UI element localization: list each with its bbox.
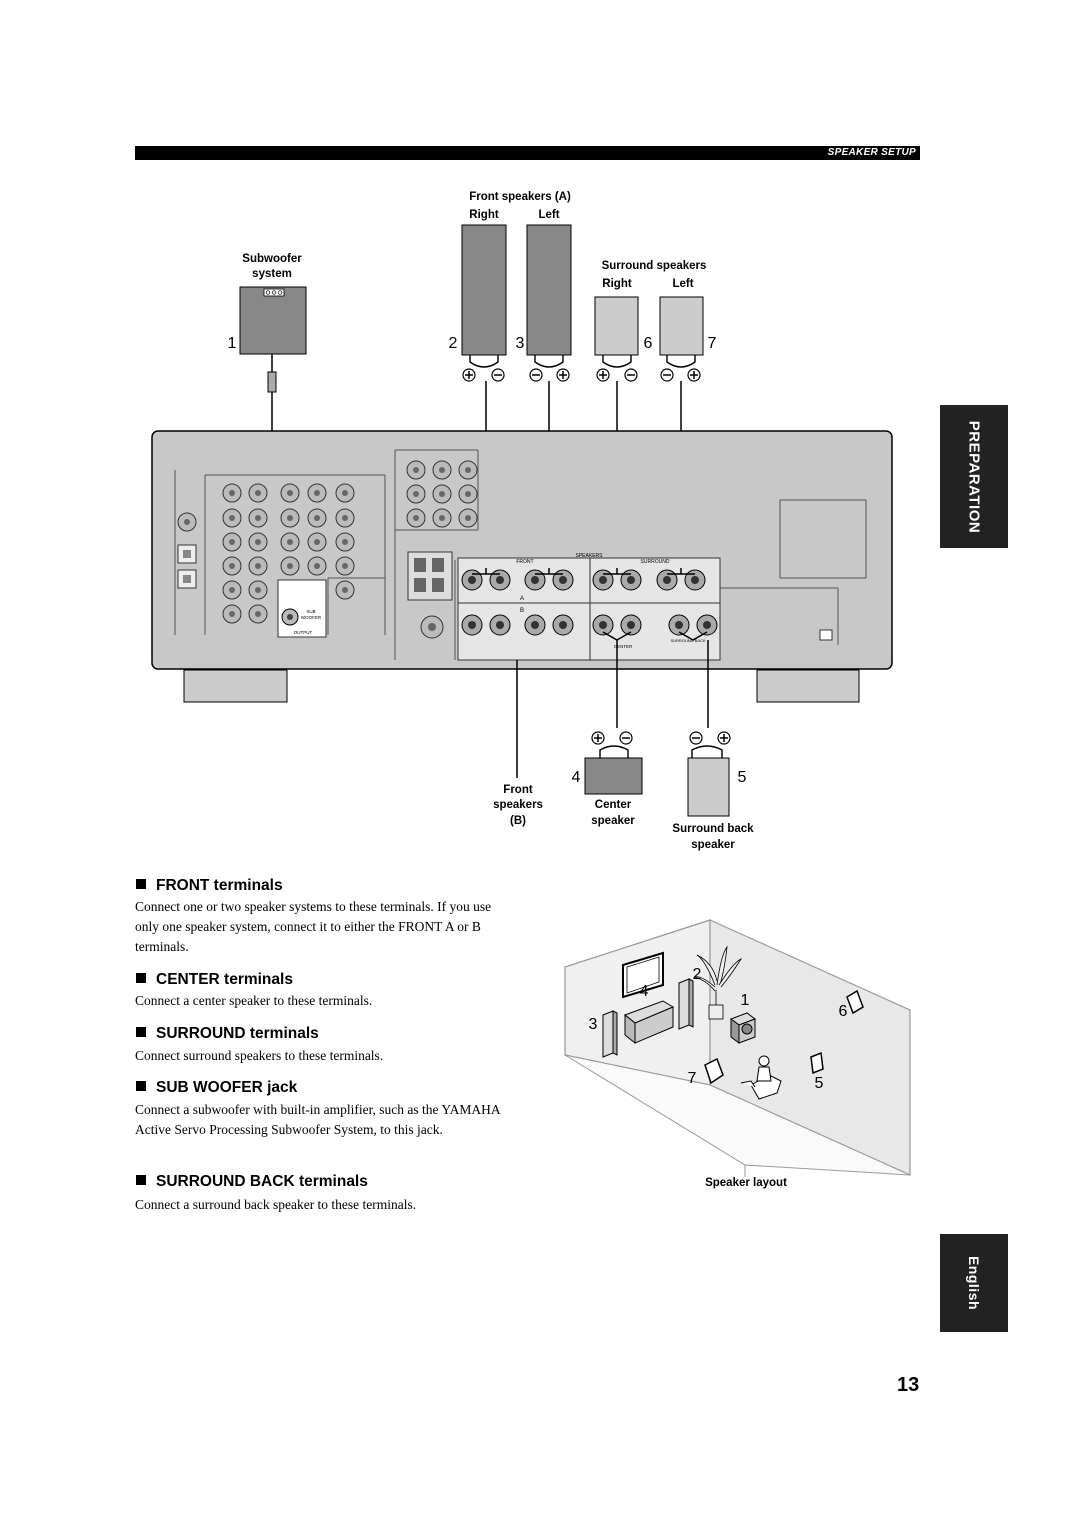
panel-a-label: A xyxy=(520,596,524,602)
panel-woofer-label: WOOFER xyxy=(301,615,322,620)
left-foot xyxy=(183,669,288,703)
num-1: 1 xyxy=(228,335,237,352)
panel-sub-label: SUB xyxy=(306,609,315,614)
num-4: 4 xyxy=(572,769,581,786)
page-number: 13 xyxy=(897,1374,920,1396)
layout-num-6: 6 xyxy=(839,1003,848,1020)
layout-num-2: 2 xyxy=(693,966,702,983)
surround-terminals-heading: SURROUND terminals xyxy=(136,1025,319,1043)
front-terminals-heading: FRONT terminals xyxy=(136,877,283,895)
subwoofer-output-block xyxy=(277,579,327,638)
bullet-square-icon xyxy=(136,879,146,889)
front-a-left-label: Left xyxy=(538,209,559,221)
panel-output-label: OUTPUT xyxy=(294,630,313,635)
front-a-title: Front speakers (A) xyxy=(469,191,571,203)
surround-terminals-text: Connect surround speakers to these termi… xyxy=(135,1048,384,1063)
surround-left-speaker xyxy=(659,296,704,356)
panel-surround-back-label: SURROUND BACK xyxy=(670,638,705,643)
center-label-1: Center xyxy=(595,799,632,811)
speaker-layout-caption: Speaker layout xyxy=(705,1177,787,1189)
surround-back-terminals-heading: SURROUND BACK terminals xyxy=(136,1173,368,1191)
preparation-tab: PREPARATION xyxy=(940,405,1008,548)
front-left-speaker xyxy=(526,224,572,356)
english-tab: English xyxy=(940,1234,1008,1332)
right-foot xyxy=(756,669,860,703)
panel-speakers-label: SPEAKERS xyxy=(576,553,604,559)
rca-plug xyxy=(267,371,277,393)
layout-num-4: 4 xyxy=(640,983,649,1000)
num-6: 6 xyxy=(644,335,653,352)
center-terminals-heading: CENTER terminals xyxy=(136,971,293,989)
num-2: 2 xyxy=(449,335,458,352)
bullet-square-icon xyxy=(136,1175,146,1185)
surround-right-label: Right xyxy=(602,278,632,290)
layout-num-7: 7 xyxy=(688,1070,697,1087)
bullet-square-icon xyxy=(136,973,146,983)
subwoofer-box xyxy=(239,286,307,355)
num-5: 5 xyxy=(738,769,747,786)
english-tab-label: English xyxy=(966,1255,982,1311)
layout-num-5: 5 xyxy=(815,1075,824,1092)
bullet-square-icon xyxy=(136,1027,146,1037)
subwoofer-label-1: Subwoofer xyxy=(242,253,302,265)
panel-front-label: FRONT xyxy=(516,559,533,565)
front-b-label-1: Front xyxy=(503,784,533,796)
header-bar: SPEAKER SETUP xyxy=(135,146,920,160)
num-7: 7 xyxy=(708,335,717,352)
surround-back-speaker xyxy=(687,757,730,817)
surround-left-label: Left xyxy=(672,278,693,290)
center-label-2: speaker xyxy=(591,815,635,827)
speaker-connection-diagram: Front speakers (A) Right Left Subwoofer … xyxy=(151,191,893,851)
num-3: 3 xyxy=(516,335,525,352)
speaker-layout-figure: 1 2 3 4 5 6 7 Speaker layout xyxy=(564,919,911,1189)
surround-back-label-2: speaker xyxy=(691,839,735,851)
bullet-square-icon xyxy=(136,1081,146,1091)
layout-num-3: 3 xyxy=(589,1016,598,1033)
surround-title: Surround speakers xyxy=(602,260,707,272)
surround-right-speaker xyxy=(594,296,639,356)
layout-num-1: 1 xyxy=(741,992,750,1009)
panel-b-label: B xyxy=(520,608,524,614)
sub-woofer-jack-text: Connect a subwoofer with built-in amplif… xyxy=(135,1102,500,1137)
panel-surround-label: SURROUND xyxy=(641,559,670,565)
section-title: SPEAKER SETUP xyxy=(827,147,916,158)
panel-center-label: CENTER xyxy=(614,644,633,649)
front-b-label-3: (B) xyxy=(510,815,526,827)
front-right-speaker xyxy=(461,224,507,356)
sub-woofer-jack-heading: SUB WOOFER jack xyxy=(136,1079,297,1097)
surround-back-terminals-text: Connect a surround back speaker to these… xyxy=(135,1197,417,1212)
front-terminals-text: Connect one or two speaker systems to th… xyxy=(135,899,492,954)
center-terminals-text: Connect a center speaker to these termin… xyxy=(135,993,373,1008)
surround-back-label-1: Surround back xyxy=(672,823,754,835)
subwoofer-label-2: system xyxy=(252,268,292,280)
center-speaker xyxy=(584,757,643,795)
front-b-label-2: speakers xyxy=(493,799,543,811)
front-a-right-label: Right xyxy=(469,209,499,221)
